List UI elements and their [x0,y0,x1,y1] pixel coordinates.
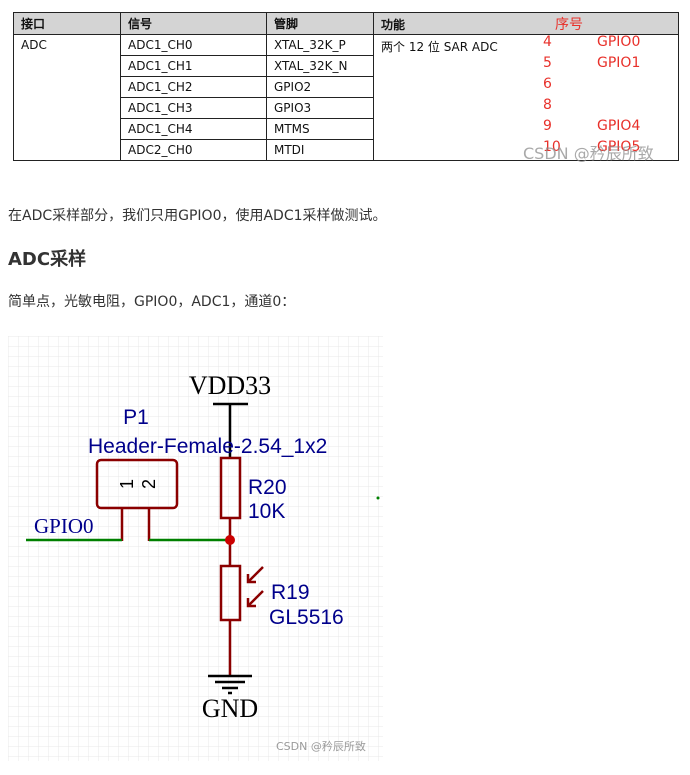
annotation-number: 10 [543,139,561,155]
cell-signal: ADC1_CH2 [120,76,267,98]
paragraph-adc-usage: 在ADC采样部分，我们只用GPIO0，使用ADC1采样做测试。 [8,208,387,224]
table-row: ADC1_CH4 MTMS [14,118,679,140]
cell-pin: GPIO3 [266,97,374,119]
header-sequence: 序号 [555,16,584,33]
junction-dot [225,535,235,545]
connector-pin1-label: 1 [117,479,137,489]
header-function-label: 功能 [381,17,406,32]
table-watermark: CSDN @矜辰所致 [523,144,654,163]
annotation-gpio: GPIO4 [597,118,641,134]
adc-pin-table: 接口 信号 管脚 功能 序号 ADC ADC1_CH0 XTAL_32K_P 两个… [13,12,679,161]
r19-value: GL5516 [269,606,344,629]
cell-interface: ADC [13,34,121,161]
annotation-number: 5 [543,55,552,71]
connector-pin2-label: 2 [139,479,159,489]
cell-pin: GPIO2 [266,76,374,98]
vdd-label: VDD33 [189,371,271,400]
annotation-gpio: GPIO1 [597,55,641,71]
light-arrows-icon [246,566,264,608]
annotation-number: 6 [543,76,552,92]
connector-value: Header-Female-2.54_1x2 [88,435,327,458]
cell-signal: ADC1_CH0 [120,34,267,56]
cell-signal: ADC2_CH0 [120,139,267,161]
gnd-label: GND [202,694,258,723]
connector-ref: P1 [123,406,149,429]
annotation-number: 8 [543,97,552,113]
table-row: ADC1_CH1 XTAL_32K_N [14,55,679,77]
cell-pin: MTMS [266,118,374,140]
stray-point [376,496,380,500]
table-row: ADC ADC1_CH0 XTAL_32K_P 两个 12 位 SAR ADC [13,34,679,161]
table-row: ADC1_CH2 GPIO2 [14,76,679,98]
annotation-number: 4 [543,34,552,50]
cell-pin: XTAL_32K_P [266,34,374,56]
r20-value: 10K [248,500,285,523]
ground-icon [208,674,252,695]
paragraph-circuit-summary: 简单点，光敏电阻，GPIO0，ADC1，通道0： [8,294,296,310]
image-watermark: CSDN @矜辰所致 [276,740,366,753]
header-signal: 信号 [120,12,267,35]
schematic-diagram: VDD33 P1 Header-Female-2.54_1x2 1 2 GPIO… [8,336,383,761]
grid-background [8,336,383,761]
r20-ref: R20 [248,476,287,499]
annotation-number: 9 [543,118,552,134]
connector-body [95,458,179,510]
cell-signal: ADC1_CH3 [120,97,267,119]
section-heading: ADC采样 [8,249,87,270]
net-label-gpio0: GPIO0 [34,514,94,538]
cell-pin: XTAL_32K_N [266,55,374,77]
annotation-gpio: GPIO5 [597,139,641,155]
table-header-row: 接口 信号 管脚 功能 序号 [13,12,679,35]
header-pin: 管脚 [266,12,374,35]
cell-signal: ADC1_CH4 [120,118,267,140]
cell-function: 两个 12 位 SAR ADC [373,34,679,161]
cell-pin: MTDI [266,139,374,161]
header-function: 功能 序号 [373,12,679,35]
cell-signal: ADC1_CH1 [120,55,267,77]
table-row: ADC2_CH0 MTDI [14,139,679,161]
r19-ref: R19 [271,581,310,604]
annotation-gpio: GPIO0 [597,34,641,50]
header-interface: 接口 [13,12,121,35]
